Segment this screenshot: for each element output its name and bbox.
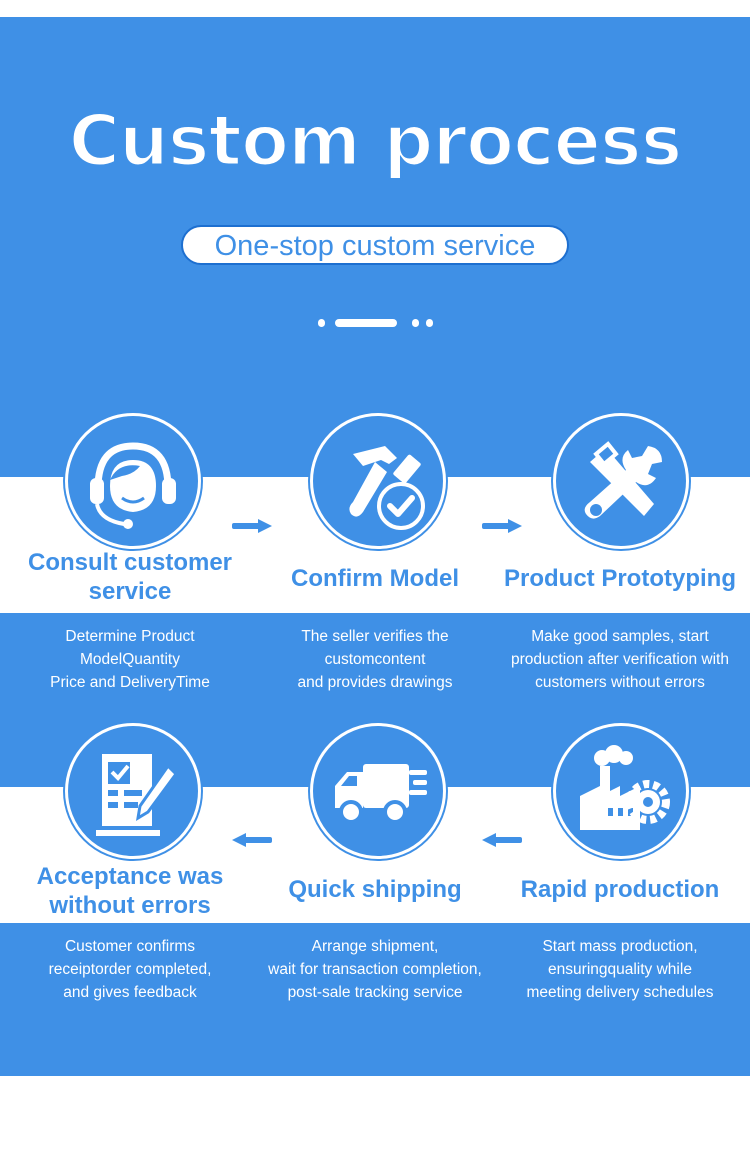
arrow-left-icon xyxy=(482,833,522,847)
step-confirm-circle xyxy=(310,413,446,549)
delivery-truck-icon xyxy=(335,764,427,824)
arrow-right-icon xyxy=(232,519,272,533)
step-shipping-circle xyxy=(310,723,446,859)
step-acceptance-title: Acceptance was without errors xyxy=(36,863,224,919)
arrow-left-icon xyxy=(232,833,272,847)
step-confirm-title: Confirm Model xyxy=(291,565,459,592)
page-title: Custom process xyxy=(67,99,684,184)
step-prototyping-circle xyxy=(553,413,689,549)
step-prototyping-title: Product Prototyping xyxy=(504,565,736,592)
hammer-check-icon xyxy=(349,446,425,530)
step-consult-circle xyxy=(65,413,201,549)
row2-desc-band xyxy=(0,923,750,1076)
step-production-circle xyxy=(553,723,689,859)
wrench-tools-icon xyxy=(584,441,662,519)
arrow-right-icon xyxy=(482,519,522,533)
customer-service-headset-icon xyxy=(90,442,176,529)
factory-gear-icon xyxy=(580,745,670,830)
subtitle-pill: One-stop custom service xyxy=(181,225,569,265)
step-acceptance-circle xyxy=(65,723,201,859)
step-shipping-title: Quick shipping xyxy=(288,876,462,903)
step-shipping-desc: Arrange shipment,wait for transaction co… xyxy=(268,938,482,1001)
document-checklist-icon xyxy=(96,754,178,836)
decorative-dots xyxy=(0,319,750,327)
step-production-desc: Start mass production,ensuringquality wh… xyxy=(526,938,714,1001)
step-consult-title: Consult customer service xyxy=(27,549,233,605)
step-production-title: Rapid production xyxy=(520,876,720,903)
